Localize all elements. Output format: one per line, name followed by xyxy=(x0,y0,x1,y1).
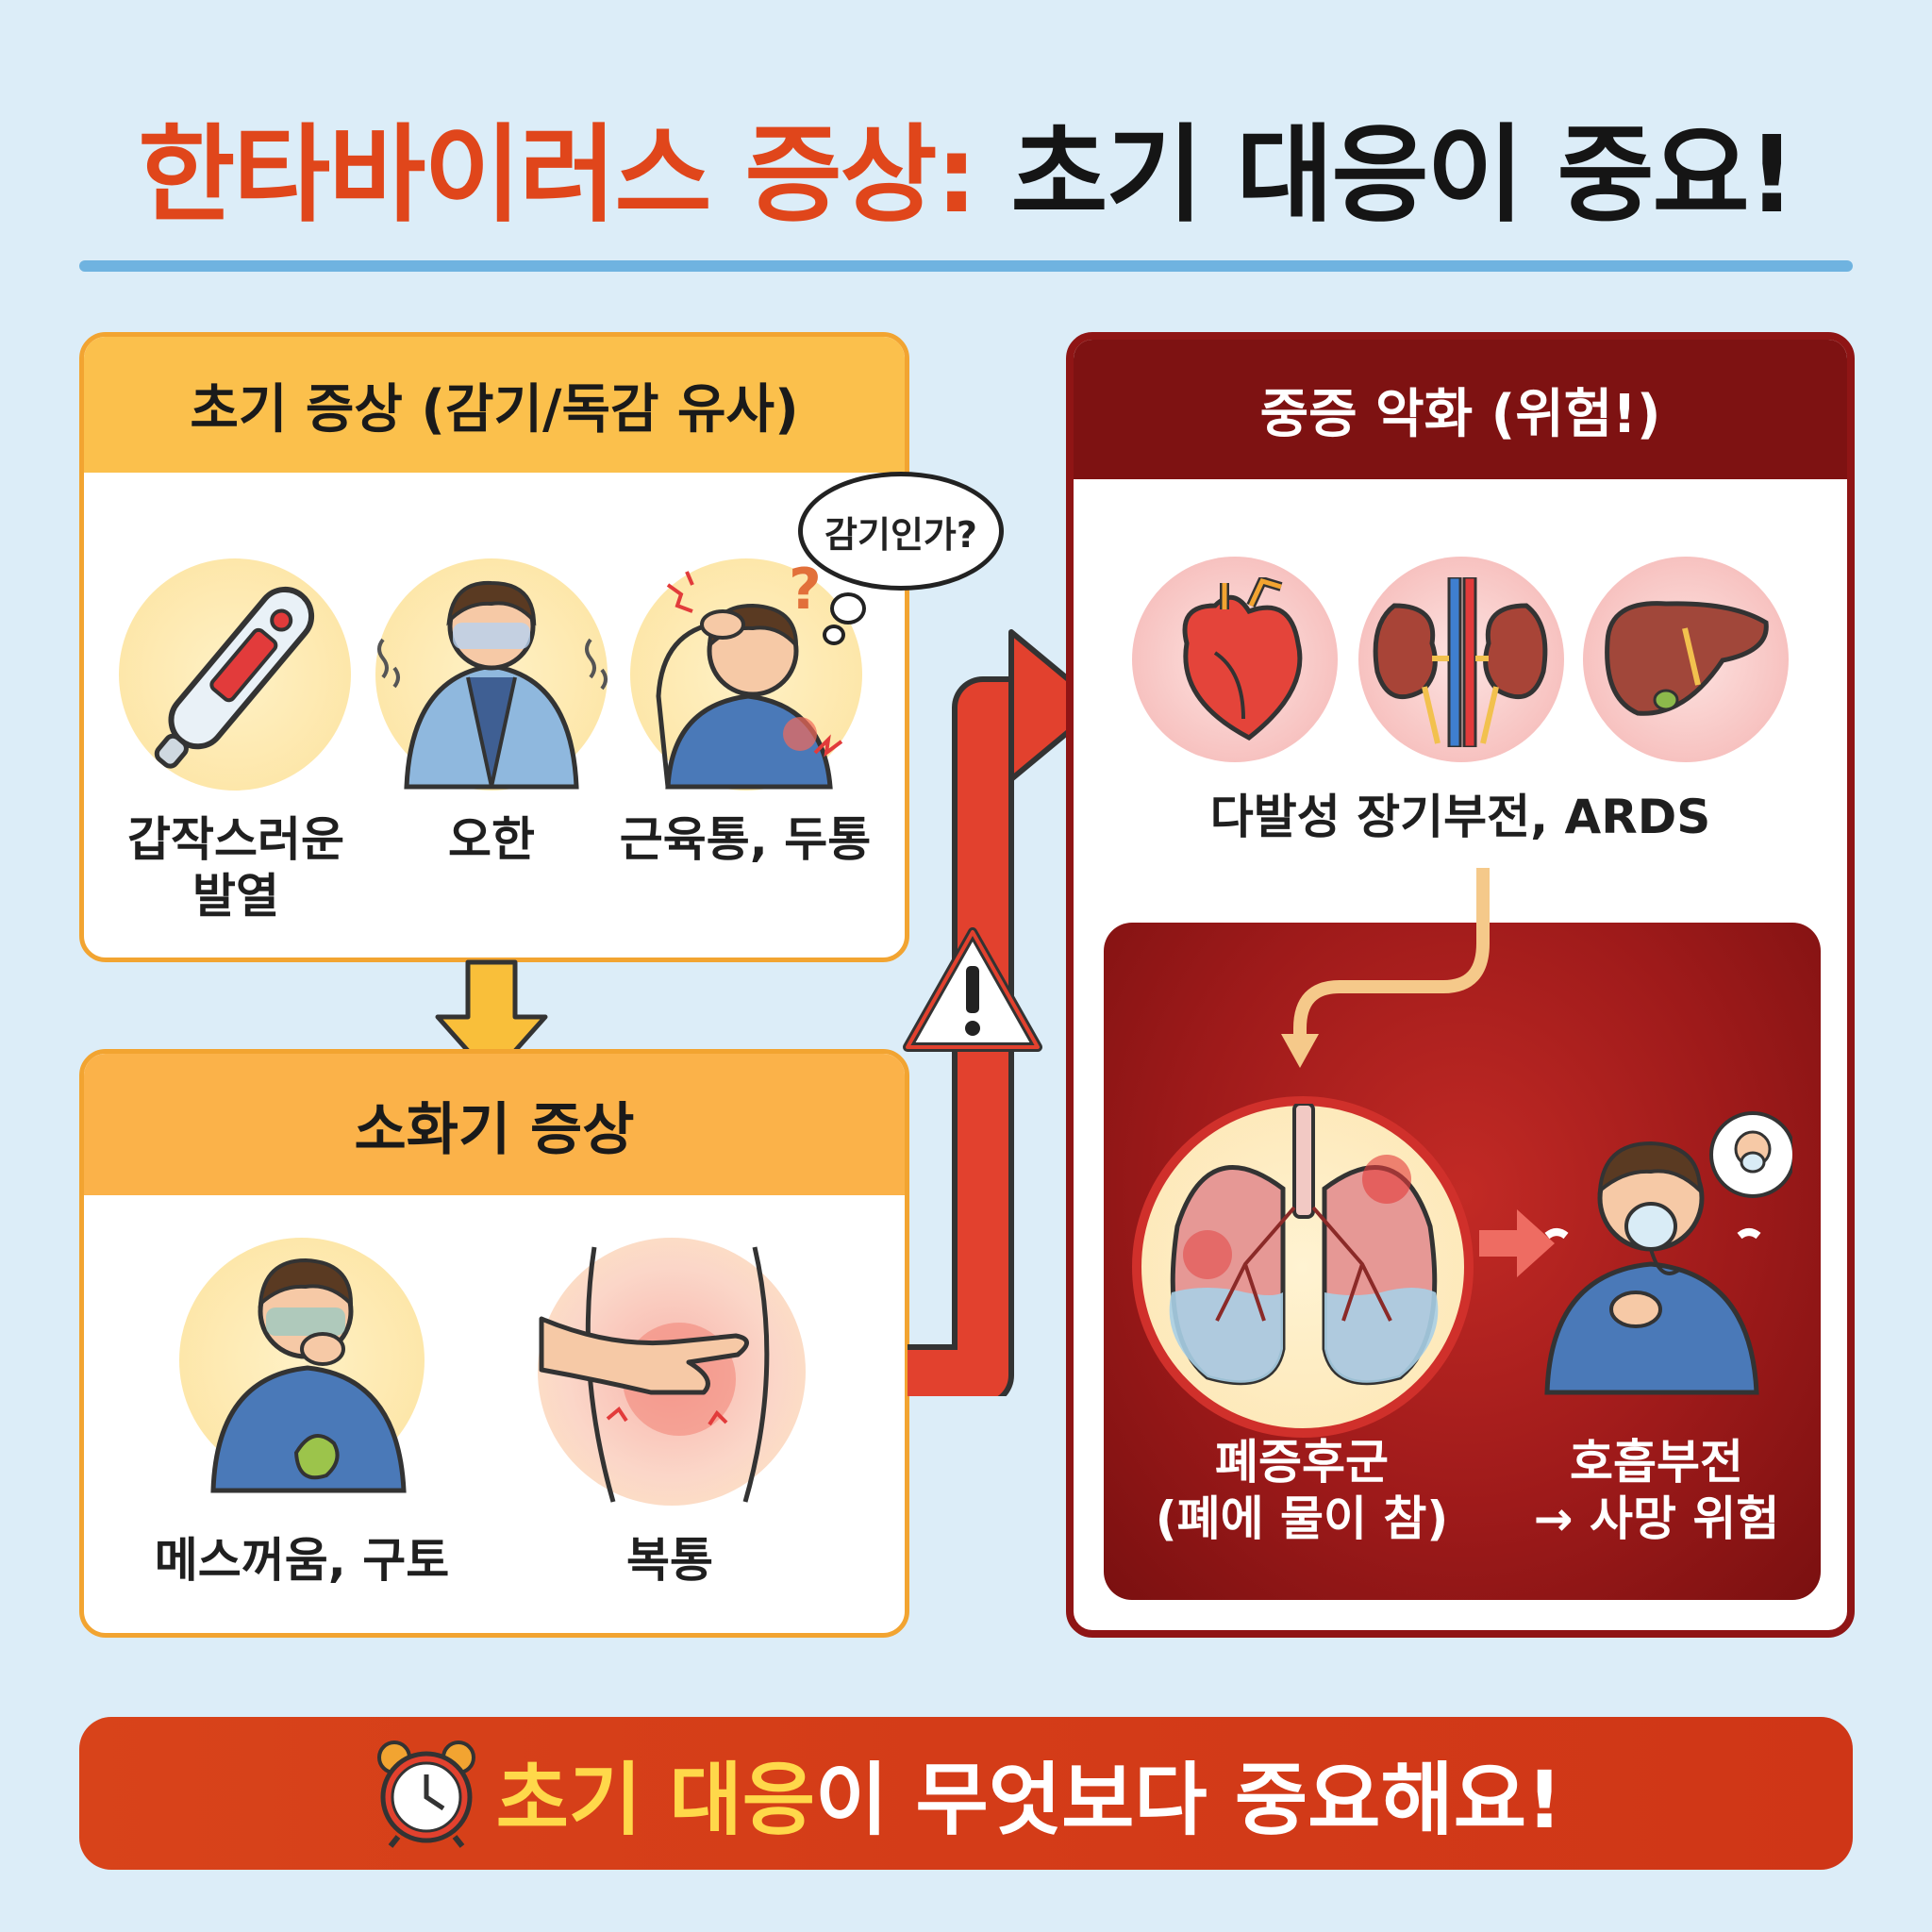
chills-label: 오한 xyxy=(448,812,535,867)
lung-syndrome-label: 폐증후군 (폐에 물이 참) xyxy=(1155,1435,1449,1546)
organ-failure-label: 다발성 장기부전, ARDS xyxy=(1209,790,1711,844)
title-part-2: 초기 대응이 중요! xyxy=(1010,114,1795,237)
thought-bubble: 감기인가? xyxy=(798,472,1004,591)
bubble-dot-small xyxy=(823,625,845,645)
nausea-label: 메스꺼움, 구토 xyxy=(154,1533,450,1588)
stomach-ache-icon xyxy=(539,1246,770,1503)
headache-person-icon xyxy=(656,571,843,790)
ventilator-person-icon xyxy=(1544,1111,1792,1395)
respiratory-failure-label: 호흡부전 → 사망 위험 xyxy=(1533,1435,1780,1546)
early-symptoms-header: 초기 증상 (감기/독감 유사) xyxy=(84,337,905,473)
severe-header: 중증 악화 (위험!) xyxy=(1074,340,1847,479)
right-arrow-icon xyxy=(1479,1209,1555,1277)
connector-arrow-icon xyxy=(1281,868,1490,1068)
liver-icon xyxy=(1605,601,1769,716)
bubble-dot-large xyxy=(830,592,866,625)
thermometer-icon xyxy=(154,586,315,769)
kidneys-icon xyxy=(1373,577,1548,747)
banner-highlight: 초기 대응 xyxy=(495,1753,816,1846)
title-divider xyxy=(79,260,1853,272)
heart-icon xyxy=(1182,577,1303,741)
page-title: 한타바이러스 증상: 초기 대응이 중요! xyxy=(0,90,1932,242)
nausea-person-icon xyxy=(210,1257,407,1493)
question-mark-icon: ? xyxy=(789,557,822,623)
banner-text: 초기 대응이 무엇보다 중요해요! xyxy=(496,1737,1563,1851)
lungs-icon xyxy=(1169,1104,1439,1386)
down-arrow-icon xyxy=(435,959,548,1080)
chills-person-icon xyxy=(377,580,608,790)
gi-symptoms-header: 소화기 증상 xyxy=(84,1054,905,1195)
bottom-banner: 초기 대응이 무엇보다 중요해요! xyxy=(79,1717,1853,1870)
title-part-1: 한타바이러스 증상: xyxy=(138,114,977,237)
stomach-ache-label: 복통 xyxy=(626,1533,713,1588)
fever-label: 갑작스러운 발열 xyxy=(127,812,344,924)
warning-icon xyxy=(903,927,1042,1052)
alarm-clock-icon xyxy=(376,1740,475,1848)
banner-rest: 이 무엇보다 중요해요! xyxy=(815,1753,1563,1846)
headache-label: 근육통, 두통 xyxy=(619,812,872,867)
